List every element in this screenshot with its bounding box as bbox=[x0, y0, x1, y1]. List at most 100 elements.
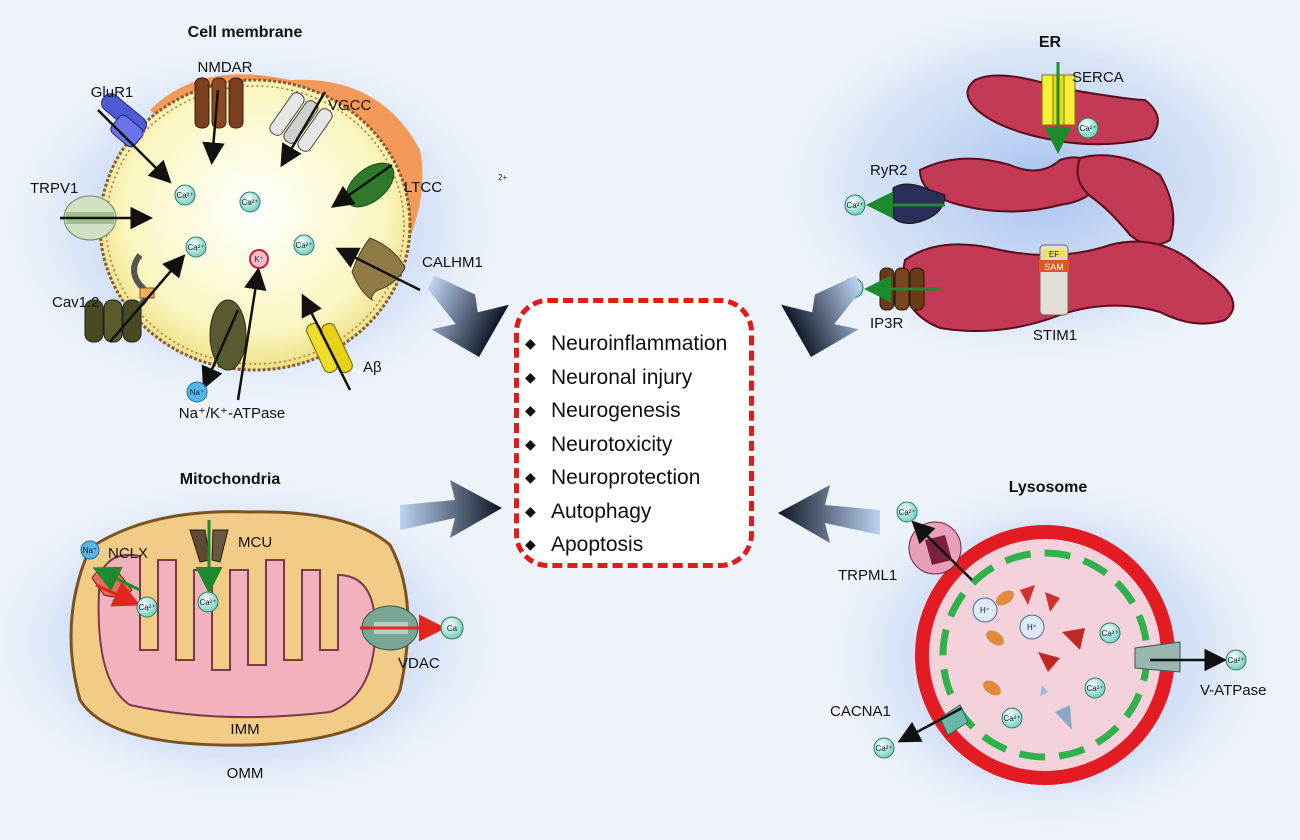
mcu-label: MCU bbox=[238, 534, 272, 551]
abeta-channel bbox=[301, 293, 353, 391]
cav12-label: Cav1.2 bbox=[52, 294, 100, 311]
svg-text:H⁺: H⁺ bbox=[1027, 623, 1037, 632]
trpml1-label: TRPML1 bbox=[838, 567, 897, 584]
stray-mark: 2+ bbox=[498, 173, 507, 182]
svg-text:H⁺: H⁺ bbox=[980, 606, 990, 615]
svg-text:Ca²⁺: Ca²⁺ bbox=[295, 241, 312, 250]
er-title: ER bbox=[1039, 34, 1062, 51]
svg-text:Ca²⁺: Ca²⁺ bbox=[176, 191, 193, 200]
lysosome-debris bbox=[983, 585, 1085, 730]
svg-text:Ca²⁺: Ca²⁺ bbox=[1086, 684, 1103, 693]
cell-membrane-title: Cell membrane bbox=[188, 24, 303, 41]
ryr2-channel bbox=[866, 183, 946, 224]
bullet-diamond: ◆ bbox=[525, 536, 536, 552]
mcu-channel bbox=[189, 520, 229, 594]
svg-text:Ca²⁺: Ca²⁺ bbox=[1079, 124, 1096, 133]
svg-text:Ca²⁺: Ca²⁺ bbox=[199, 598, 216, 607]
vgcc-label: VGCC bbox=[328, 97, 372, 114]
ca-ion: Ca²⁺ bbox=[844, 194, 866, 216]
k-ion: K⁺ bbox=[249, 249, 269, 269]
mitochondria-panel: Mitochondria NCLX Na⁺ Ca²⁺ MCU Ca²⁺ VDAC… bbox=[69, 471, 464, 782]
nmdar-label: NMDAR bbox=[198, 59, 253, 76]
svg-text:Ca²⁺: Ca²⁺ bbox=[898, 508, 915, 517]
outcome-item: ◆Neuroprotection bbox=[525, 461, 749, 495]
cav12-channel bbox=[84, 253, 186, 343]
outcome-item: ◆Neuroinflammation bbox=[525, 327, 749, 361]
omm-label: OMM bbox=[227, 765, 264, 782]
nmdar-channel bbox=[194, 77, 244, 165]
calhm1-label: CALHM1 bbox=[422, 254, 483, 271]
bullet-diamond: ◆ bbox=[525, 335, 536, 351]
trpv1-label: TRPV1 bbox=[30, 180, 78, 197]
svg-text:Ca²⁺: Ca²⁺ bbox=[875, 744, 892, 753]
ca-ion: Ca²⁺ bbox=[1099, 622, 1121, 644]
ca-ion: Ca²⁺ bbox=[873, 737, 895, 759]
arrow-er-to-outcomes bbox=[781, 275, 863, 357]
ca-ion: Ca²⁺ bbox=[174, 184, 196, 206]
lysosome-panel: Lysosome TRPML1 Ca²⁺ V-ATPa bbox=[830, 479, 1266, 785]
outcome-item: ◆Apoptosis bbox=[525, 528, 749, 562]
lysosome-title: Lysosome bbox=[1009, 479, 1088, 496]
nclx-transporter bbox=[91, 566, 141, 607]
bullet-diamond: ◆ bbox=[525, 469, 536, 485]
outcome-item: ◆Neurotoxicity bbox=[525, 428, 749, 462]
arrow-mito-to-outcomes bbox=[400, 480, 502, 538]
er-panel: ER SERCA Ca²⁺ RyR2 Ca²⁺ IP3R Ca²⁺ bbox=[842, 34, 1235, 344]
bullet-diamond: ◆ bbox=[525, 402, 536, 418]
svg-text:Ca: Ca bbox=[447, 624, 458, 633]
ca-ion: Ca²⁺ bbox=[1225, 649, 1247, 671]
svg-text:Ca²⁺: Ca²⁺ bbox=[1101, 629, 1118, 638]
svg-text:Ca²⁺: Ca²⁺ bbox=[187, 243, 204, 252]
ca-ion: Ca²⁺ bbox=[239, 191, 261, 213]
outcome-item: ◆Neurogenesis bbox=[525, 394, 749, 428]
cell-membrane-panel: Cell membrane NMDAR GluR1 VGCC bbox=[30, 24, 507, 422]
ip3r-channel bbox=[864, 267, 940, 311]
v-atpase-label: V-ATPase bbox=[1200, 682, 1266, 699]
bullet-diamond: ◆ bbox=[525, 502, 536, 519]
svg-text:Ca²⁺: Ca²⁺ bbox=[138, 603, 155, 612]
glur1-label: GluR1 bbox=[91, 84, 134, 101]
h-ion: H⁺ bbox=[1019, 614, 1045, 640]
ca-ion: Ca²⁺ bbox=[1001, 707, 1023, 729]
sam-domain-label: SAM bbox=[1044, 262, 1064, 272]
abeta-label: Aβ bbox=[363, 359, 382, 376]
trpv1-channel bbox=[60, 195, 153, 241]
svg-text:K⁺: K⁺ bbox=[254, 255, 264, 264]
bullet-diamond: ◆ bbox=[525, 368, 536, 385]
arrow-lysosome-to-outcomes bbox=[778, 485, 880, 543]
serca-pump bbox=[1041, 62, 1076, 154]
vdac-label: VDAC bbox=[398, 655, 440, 672]
ca-ion: Ca²⁺ bbox=[185, 236, 207, 258]
glur1-channel bbox=[97, 93, 172, 184]
ca-ion: Ca²⁺ bbox=[1084, 677, 1106, 699]
ca-ion: Ca²⁺ bbox=[197, 591, 219, 613]
ca-ion: Ca²⁺ bbox=[896, 501, 918, 523]
stim1-protein: EF SAM bbox=[1039, 244, 1069, 316]
cacna1-channel bbox=[897, 704, 969, 743]
arrow-cell-to-outcomes bbox=[427, 275, 509, 357]
svg-text:Ca²⁺: Ca²⁺ bbox=[241, 198, 258, 207]
v-atpase-pump bbox=[1134, 641, 1227, 673]
ltcc-label: LTCC bbox=[404, 179, 442, 196]
svg-text:Ca²⁺: Ca²⁺ bbox=[1003, 714, 1020, 723]
stim1-label: STIM1 bbox=[1033, 327, 1077, 344]
cacna1-label: CACNA1 bbox=[830, 703, 891, 720]
ca-ion: Ca bbox=[440, 616, 464, 640]
bullet-diamond: ◆ bbox=[525, 435, 536, 452]
na-ion: Na⁺ bbox=[80, 540, 100, 560]
calhm1-channel bbox=[335, 237, 421, 302]
ca-ion: Ca²⁺ bbox=[293, 234, 315, 256]
nak-atpase bbox=[201, 267, 267, 401]
outcome-item: ◆Neuronal injury bbox=[525, 361, 749, 395]
ip3r-label: IP3R bbox=[870, 315, 904, 332]
vdac-channel bbox=[360, 605, 446, 651]
svg-text:Ca²⁺: Ca²⁺ bbox=[846, 201, 863, 210]
nak-atpase-label: Na⁺/K⁺-ATPase bbox=[179, 405, 285, 422]
svg-text:Ca²⁺: Ca²⁺ bbox=[1227, 656, 1244, 665]
ca-ion: Ca²⁺ bbox=[136, 596, 158, 618]
mitochondria-title: Mitochondria bbox=[180, 471, 281, 488]
ca-ion: Ca²⁺ bbox=[1077, 117, 1099, 139]
trpml1-channel bbox=[908, 520, 973, 581]
outcome-box: ◆Neuroinflammation ◆Neuronal injury ◆Neu… bbox=[514, 298, 754, 568]
